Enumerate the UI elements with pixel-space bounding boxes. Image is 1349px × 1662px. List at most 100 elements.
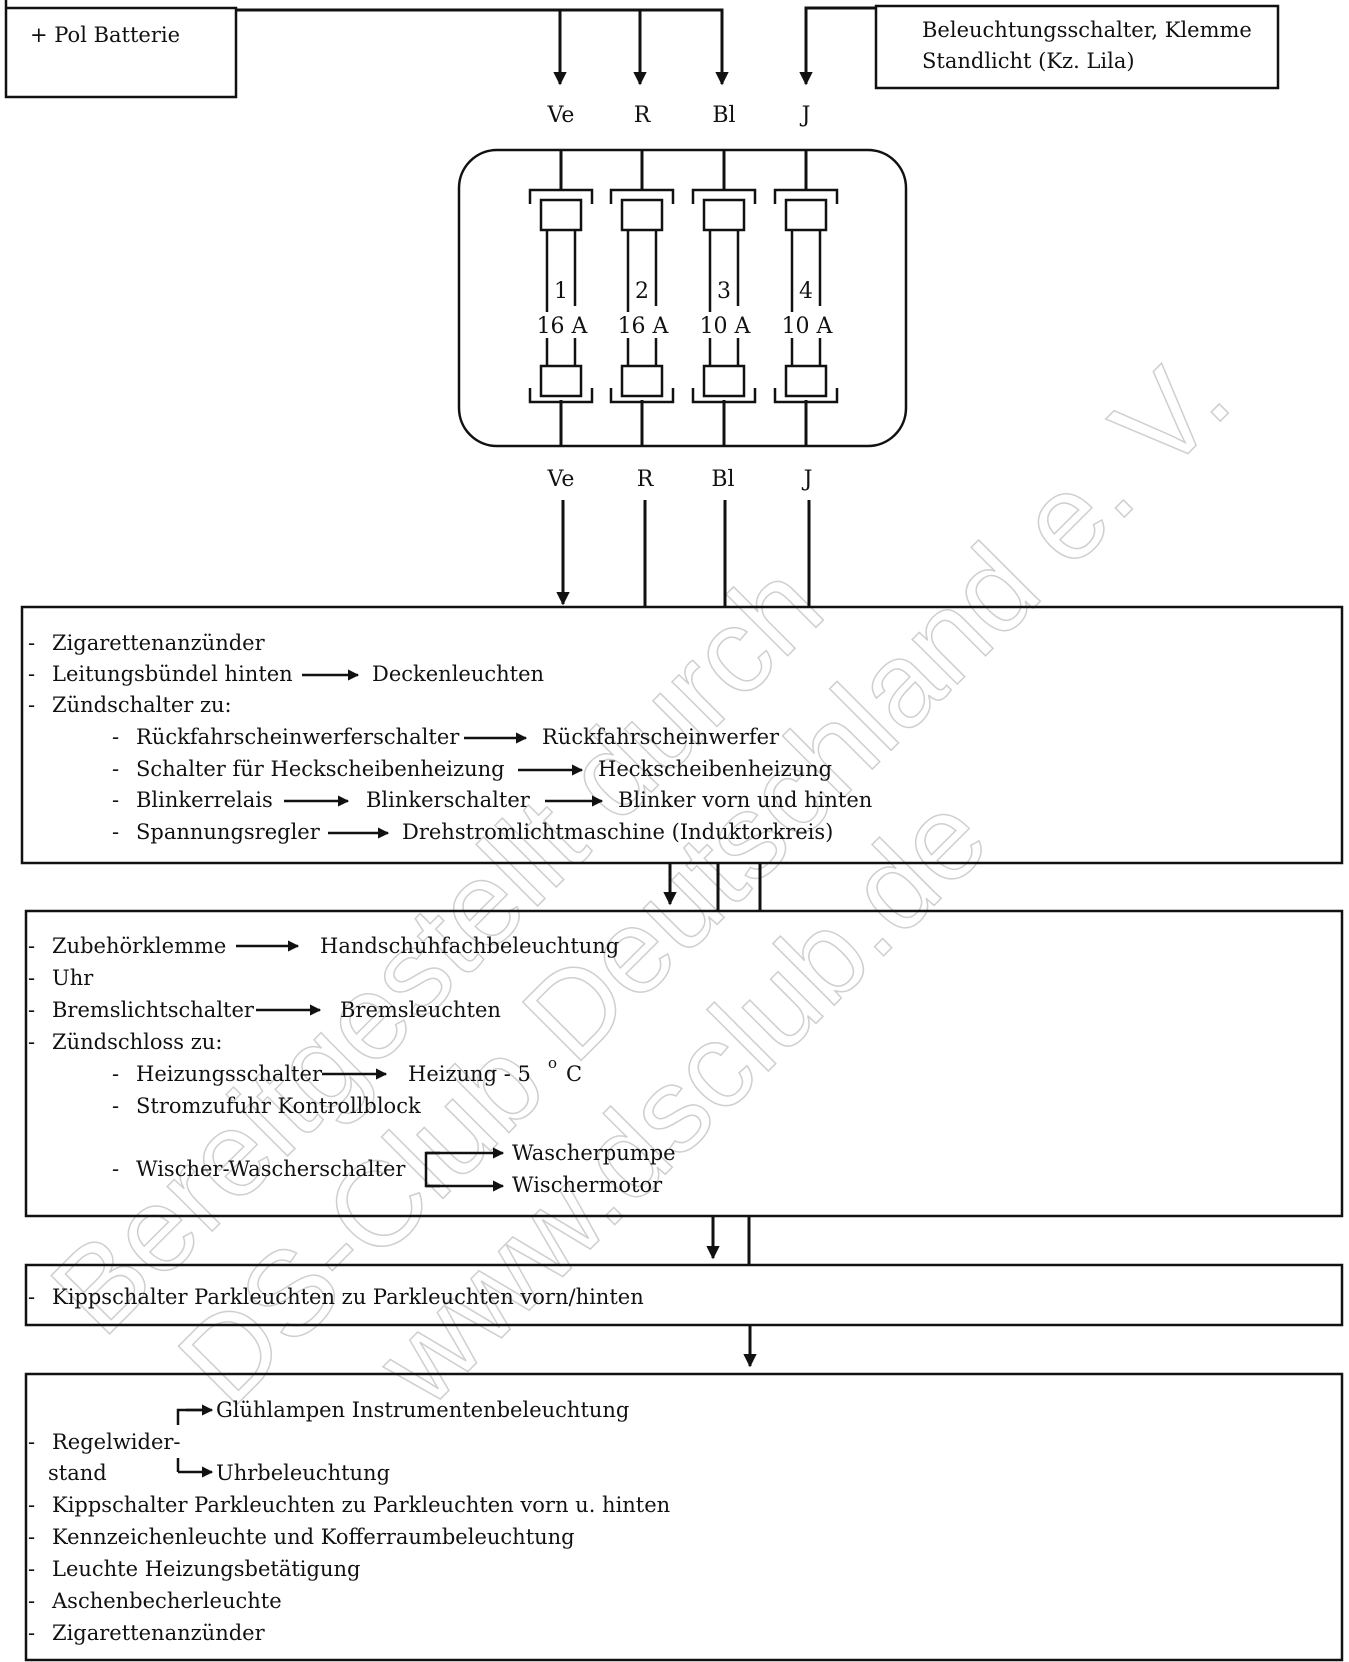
fuse-number: 2: [635, 279, 649, 304]
block-2-frame: [24, 909, 1344, 1218]
svg-text:-: -: [28, 1589, 35, 1613]
block2-item-3b: Bremsleuchten: [340, 998, 501, 1022]
fuse-cap-top: [539, 198, 583, 232]
consumer-block-3: - Kippschalter Parkleuchten zu Parkleuch…: [24, 1263, 1344, 1327]
block1-item-2a: Leitungsbündel hinten: [52, 662, 293, 686]
wire-labels-top: Ve R Bl J: [547, 103, 811, 128]
block-3-frame: [24, 1263, 1344, 1327]
wire-label-bottom-1: Ve: [547, 467, 575, 492]
watermark: Bereitgestellt durch DS-Club Deutschland…: [25, 328, 1255, 1431]
svg-text:-: -: [28, 1525, 35, 1549]
input-wire-bl: [640, 8, 729, 86]
fuse-2: 2 16 A: [608, 150, 678, 446]
input-wire-r: [560, 8, 647, 86]
wire-label-top-2: R: [634, 103, 652, 128]
block1-sub-3b: Blinkerschalter: [366, 788, 531, 812]
svg-text:-: -: [28, 662, 35, 686]
svg-text:-: -: [28, 631, 35, 655]
fuse-4: 410 A: [772, 150, 842, 446]
block2-sub-3-out2: Wischermotor: [512, 1173, 663, 1197]
fuse-number: 1: [554, 279, 568, 304]
block1-sub-1a: Rückfahrscheinwerferschalter: [136, 725, 460, 749]
wire-labels-bottom: Ve R Bl J: [547, 467, 813, 492]
connection-1-2: [663, 863, 762, 911]
svg-text:-: -: [28, 1493, 35, 1517]
block1-sub-2b: Heckscheibenheizung: [598, 757, 832, 781]
block4-rheo-line2: stand: [48, 1461, 107, 1485]
connection-2-3: [706, 1216, 751, 1265]
fuse-cap-top: [620, 198, 664, 232]
fuse-clip-bottom: [773, 388, 839, 404]
fuse-clip-top: [528, 188, 594, 204]
fuse-cap-bottom: [784, 364, 828, 398]
block4-rheo-line1: Regelwider-: [52, 1430, 181, 1454]
fuse-1: 116 A: [527, 150, 597, 446]
consumer-block-1: - Zigarettenanzünder - Leitungsbündel hi…: [20, 605, 1344, 865]
fuse-clip-top: [773, 188, 839, 204]
svg-text:-: -: [28, 1621, 35, 1645]
fuse-clip-bottom: [691, 388, 757, 404]
fuse-clip-top: [691, 188, 757, 204]
svg-text:-: -: [28, 693, 35, 717]
battery-box: + Pol Batterie: [4, 0, 238, 99]
battery-label: + Pol Batterie: [30, 23, 180, 47]
block2-item-3a: Bremslichtschalter: [52, 998, 255, 1022]
block2-item-1b: Handschuhfachbeleuchtung: [320, 934, 619, 958]
input-wire-ve: [236, 8, 567, 86]
fuse-rating: 10 A: [700, 314, 752, 339]
svg-text:-: -: [28, 1285, 35, 1309]
wire-label-bottom-3: Bl: [711, 467, 734, 492]
block-1-frame: [20, 605, 1344, 865]
svg-text:-: -: [112, 757, 119, 781]
block2-sub-1b: Heizung - 5: [408, 1062, 531, 1086]
branch-icon: [176, 1408, 210, 1425]
block2-sub-1a: Heizungsschalter: [136, 1062, 323, 1086]
block2-item-1a: Zubehörklemme: [52, 934, 226, 958]
fuse-cap-bottom: [620, 364, 664, 398]
input-wire-j: [799, 6, 876, 86]
block1-sub-1b: Rückfahrscheinwerfer: [542, 725, 780, 749]
block4-item-2: Kippschalter Parkleuchten zu Parkleuchte…: [52, 1493, 670, 1517]
fuse-rating: 16 A: [618, 314, 670, 339]
svg-text:-: -: [28, 1557, 35, 1581]
fuse-box-housing: [457, 148, 908, 448]
svg-text:-: -: [112, 1094, 119, 1118]
wire-label-top-1: Ve: [547, 103, 575, 128]
block2-sub-3: Wischer-Wascherschalter: [136, 1157, 406, 1181]
block4-item-3: Kennzeichenleuchte und Kofferraumbeleuch…: [52, 1525, 575, 1549]
fuse-cap-bottom: [702, 364, 746, 398]
block1-sub-2a: Schalter für Heckscheibenheizung: [136, 757, 505, 781]
fuse-cap-bottom: [539, 364, 583, 398]
block4-item-5: Aschenbecherleuchte: [51, 1589, 282, 1613]
wire-label-bottom-2: R: [637, 467, 655, 492]
output-wires: [556, 500, 811, 607]
block4-item-6: Zigarettenanzünder: [52, 1621, 266, 1645]
svg-text:-: -: [112, 725, 119, 749]
light-switch-label-line2: Standlicht (Kz. Lila): [922, 49, 1135, 73]
block1-item-2b: Deckenleuchten: [372, 662, 544, 686]
fuse-number: 4: [799, 279, 813, 304]
input-wires: [236, 6, 876, 86]
degree-sign: o: [548, 1054, 557, 1072]
block1-sub-3c: Blinker vorn und hinten: [618, 788, 872, 812]
block1-item-3: Zündschalter zu:: [52, 693, 232, 717]
block2-sub-1-unit: C: [566, 1062, 582, 1086]
fuses: 116 A 2 16 A 3 10 A 410 A: [527, 150, 842, 446]
block4-rheo-out2: Uhrbeleuchtung: [216, 1461, 390, 1485]
block3-item-1: Kippschalter Parkleuchten zu Parkleuchte…: [52, 1285, 644, 1309]
light-switch-label-line1: Beleuchtungsschalter, Klemme: [922, 18, 1252, 42]
fuse-cap-top: [784, 198, 828, 232]
fuse-clip-bottom: [609, 388, 675, 404]
block2-sub-2: Stromzufuhr Kontrollblock: [136, 1094, 421, 1118]
block2-item-2: Uhr: [52, 966, 94, 990]
svg-text:-: -: [112, 788, 119, 812]
svg-text:-: -: [112, 1062, 119, 1086]
svg-text:-: -: [28, 998, 35, 1022]
svg-text:-: -: [28, 966, 35, 990]
block4-rheo-out1: Glühlampen Instrumentenbeleuchtung: [216, 1398, 629, 1422]
block2-item-4: Zündschloss zu:: [52, 1030, 222, 1054]
fuse-number: 3: [717, 279, 731, 304]
fuse-box: [457, 148, 908, 448]
